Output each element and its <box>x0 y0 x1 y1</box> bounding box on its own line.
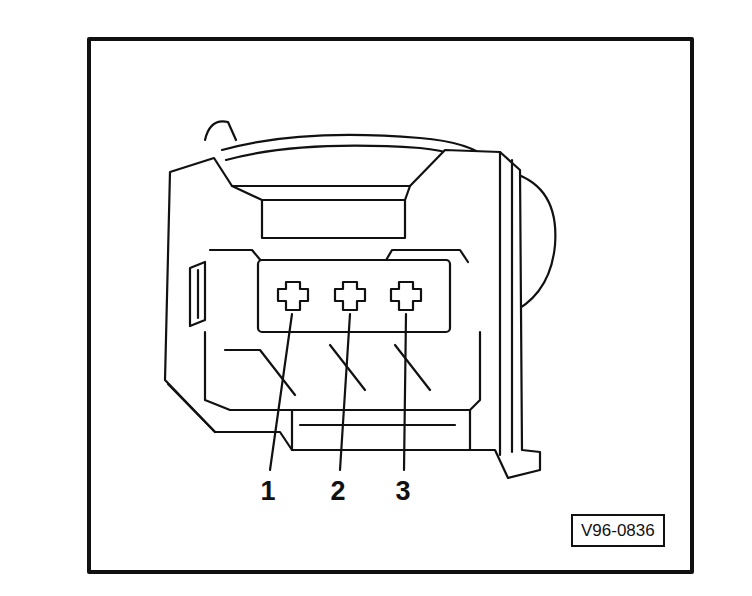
pin-contact <box>278 282 308 310</box>
lock-window <box>262 200 405 238</box>
housing-edge <box>511 160 513 452</box>
housing-lower <box>205 332 480 410</box>
pin-recess <box>258 260 450 332</box>
connector-housing <box>165 150 540 478</box>
latch-tab <box>205 121 236 140</box>
pin-contact <box>391 282 421 310</box>
leader-line <box>404 314 406 470</box>
housing-skirt <box>300 424 455 426</box>
callout-number: 1 <box>260 478 275 505</box>
callout-number: 2 <box>330 478 345 505</box>
guide-rib <box>190 262 205 326</box>
housing-edge <box>499 152 501 455</box>
pin-contact <box>335 282 365 310</box>
lock-window-edge <box>232 186 410 200</box>
leader-line <box>270 314 292 470</box>
guide-rib <box>197 270 199 318</box>
housing-lower-detail <box>225 345 430 395</box>
leader-line <box>340 314 350 470</box>
figure-id: V96-0836 <box>581 522 655 539</box>
callout-number: 3 <box>395 478 410 505</box>
housing-skirt <box>292 410 470 450</box>
housing-edge <box>168 384 215 432</box>
figure-id-box: V96-0836 <box>571 514 665 547</box>
figure-frame <box>89 39 692 572</box>
